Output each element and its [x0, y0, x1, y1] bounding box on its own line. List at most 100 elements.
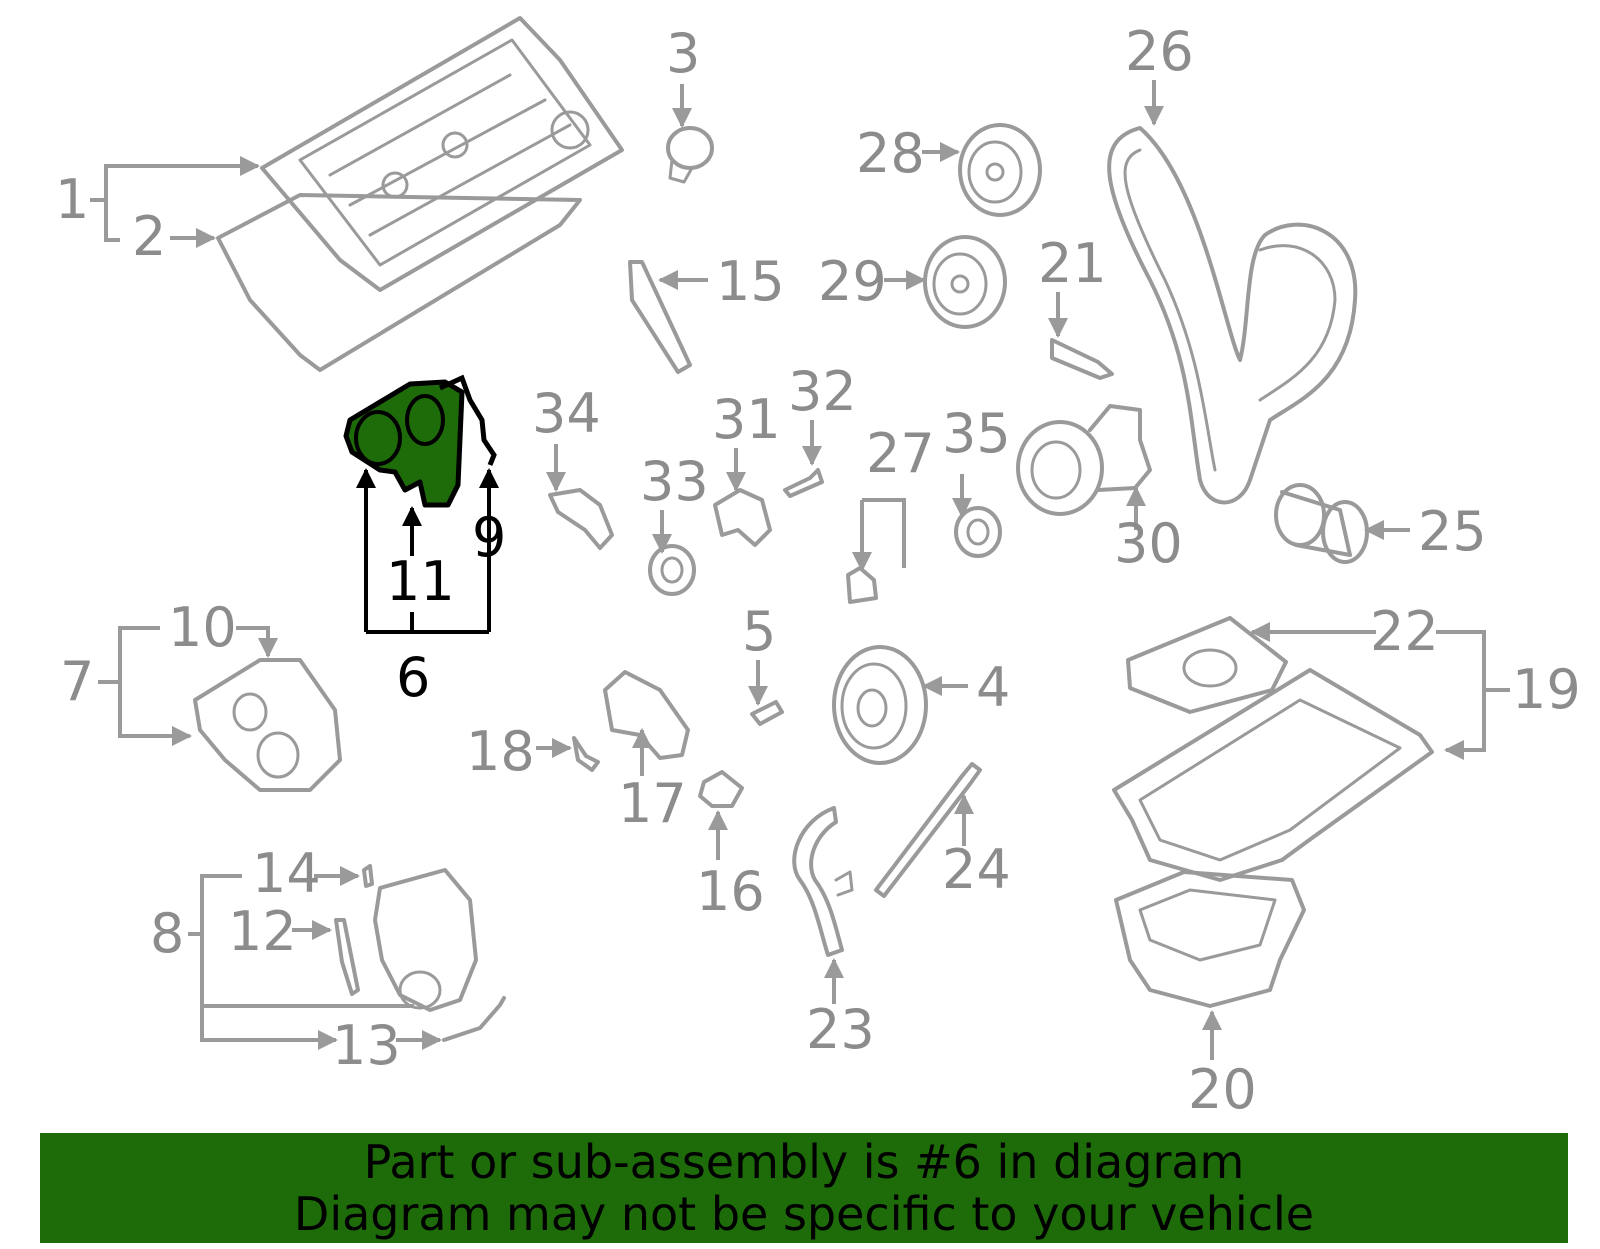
dowel-pin: [1050, 338, 1114, 380]
callout-label: 35: [942, 402, 1011, 465]
callout-10: 10: [168, 596, 342, 792]
callout-14: 14: [252, 842, 374, 905]
callout-label: 23: [806, 998, 875, 1061]
callout-17: 17: [603, 670, 690, 835]
lower-timing-cover: [193, 658, 342, 792]
callout-30: 30: [1016, 404, 1183, 575]
callout-label: 9: [472, 506, 506, 569]
callout-22: 22: [1126, 600, 1439, 714]
timing-cover-upper: [343, 379, 465, 508]
callout-label: 29: [818, 250, 887, 313]
cover-gasket: [442, 996, 506, 1042]
callout-label: 11: [386, 550, 455, 613]
callout-28: 28: [856, 122, 1042, 217]
callout-label: 5: [742, 600, 776, 663]
callout-34: 34: [532, 382, 614, 550]
callout-label: 33: [640, 450, 709, 513]
callout-23: 23: [792, 806, 875, 1061]
callout-33: 33: [640, 450, 709, 596]
rear-timing-cover: [373, 868, 478, 1012]
callout-9: 9: [472, 468, 506, 632]
crankshaft-pulley: [832, 645, 928, 765]
upper-oil-pan: [1112, 668, 1434, 882]
callout-label: 6: [396, 646, 430, 709]
callout-4: 4: [832, 645, 1010, 765]
timing-cover-gasket: [438, 374, 497, 466]
crank-bolt: [750, 700, 784, 726]
callout-5: 5: [742, 600, 784, 726]
engine-mount-bracket: [603, 670, 690, 760]
callout-label: 12: [228, 900, 297, 963]
oil-filter: [1274, 483, 1369, 564]
callout-label: 28: [856, 122, 925, 185]
water-pump: [1016, 404, 1152, 516]
timing-belt-cover-assembly: [343, 374, 497, 508]
callout-2: 2: [132, 205, 216, 268]
timing-belt: [1107, 126, 1358, 505]
callout-label: 4: [976, 656, 1010, 719]
idler-pulley-2: [954, 506, 1002, 558]
callout-label: 34: [532, 382, 601, 445]
callout-27: 27: [846, 422, 935, 604]
callout-31: 31: [712, 388, 781, 547]
callout-label: 16: [696, 860, 765, 923]
callout-label: 22: [1370, 600, 1439, 663]
oil-pan-baffle: [1126, 616, 1288, 714]
lower-oil-pan: [1114, 870, 1306, 1008]
callout-19: 19: [1436, 630, 1581, 750]
callout-32: 32: [783, 360, 857, 498]
callout-label: 30: [1114, 512, 1183, 575]
callout-12: 12: [228, 900, 360, 996]
callout-label: 18: [466, 720, 535, 783]
oil-dipstick: [874, 762, 982, 898]
callout-label: 20: [1188, 1058, 1257, 1121]
callout-25: 25: [1274, 483, 1487, 564]
callout-1: 1: [55, 156, 260, 242]
callout-35: 35: [942, 402, 1011, 558]
callout-7: 7: [60, 626, 190, 736]
callout-8: 8: [150, 874, 414, 1040]
oil-filler-cap: [666, 126, 714, 184]
cover-seal: [334, 918, 360, 996]
callout-label: 2: [132, 205, 166, 268]
callout-label: 10: [168, 596, 237, 659]
tensioner-spring: [846, 566, 878, 604]
valve-cover: [260, 16, 624, 292]
callout-29: 29: [818, 235, 1007, 329]
callout-6: 6: [356, 468, 489, 709]
oil-pressure-switch: [698, 770, 744, 808]
cam-sprocket-lower: [923, 235, 1007, 329]
cam-sprocket-upper: [958, 123, 1042, 217]
bolt: [783, 468, 824, 498]
dipstick-tube: [792, 806, 844, 957]
callout-label: 3: [666, 22, 700, 85]
callout-label: 14: [252, 842, 321, 905]
callout-label: 25: [1418, 500, 1487, 563]
tensioner-arm: [548, 488, 614, 550]
callout-3: 3: [666, 22, 714, 184]
callout-18: 18: [466, 720, 600, 783]
callout-label: 26: [1125, 20, 1194, 83]
callout-13: 13: [332, 996, 506, 1077]
callout-26: 26: [1107, 20, 1358, 505]
part-notice-banner: Part or sub-assembly is #6 in diagram Di…: [40, 1133, 1568, 1243]
sensor-clip: [572, 736, 600, 772]
callout-label: 15: [716, 250, 785, 313]
callout-11: 11: [386, 506, 455, 613]
callout-24: 24: [874, 762, 1011, 901]
callout-label: 31: [712, 388, 781, 451]
callout-label: 21: [1038, 232, 1107, 295]
callout-label: 7: [60, 650, 94, 713]
callout-16: 16: [696, 770, 765, 923]
tensioner-bracket: [713, 488, 772, 547]
callout-20: 20: [1188, 1010, 1257, 1121]
idler-pulley: [648, 544, 696, 596]
valve-cover-gasket: [216, 193, 582, 372]
callout-label: 17: [618, 772, 687, 835]
callout-label: 1: [55, 168, 89, 231]
callout-15: 15: [628, 250, 785, 374]
bracket: [628, 260, 692, 374]
callout-label: 24: [942, 838, 1011, 901]
o-ring: [362, 864, 374, 888]
